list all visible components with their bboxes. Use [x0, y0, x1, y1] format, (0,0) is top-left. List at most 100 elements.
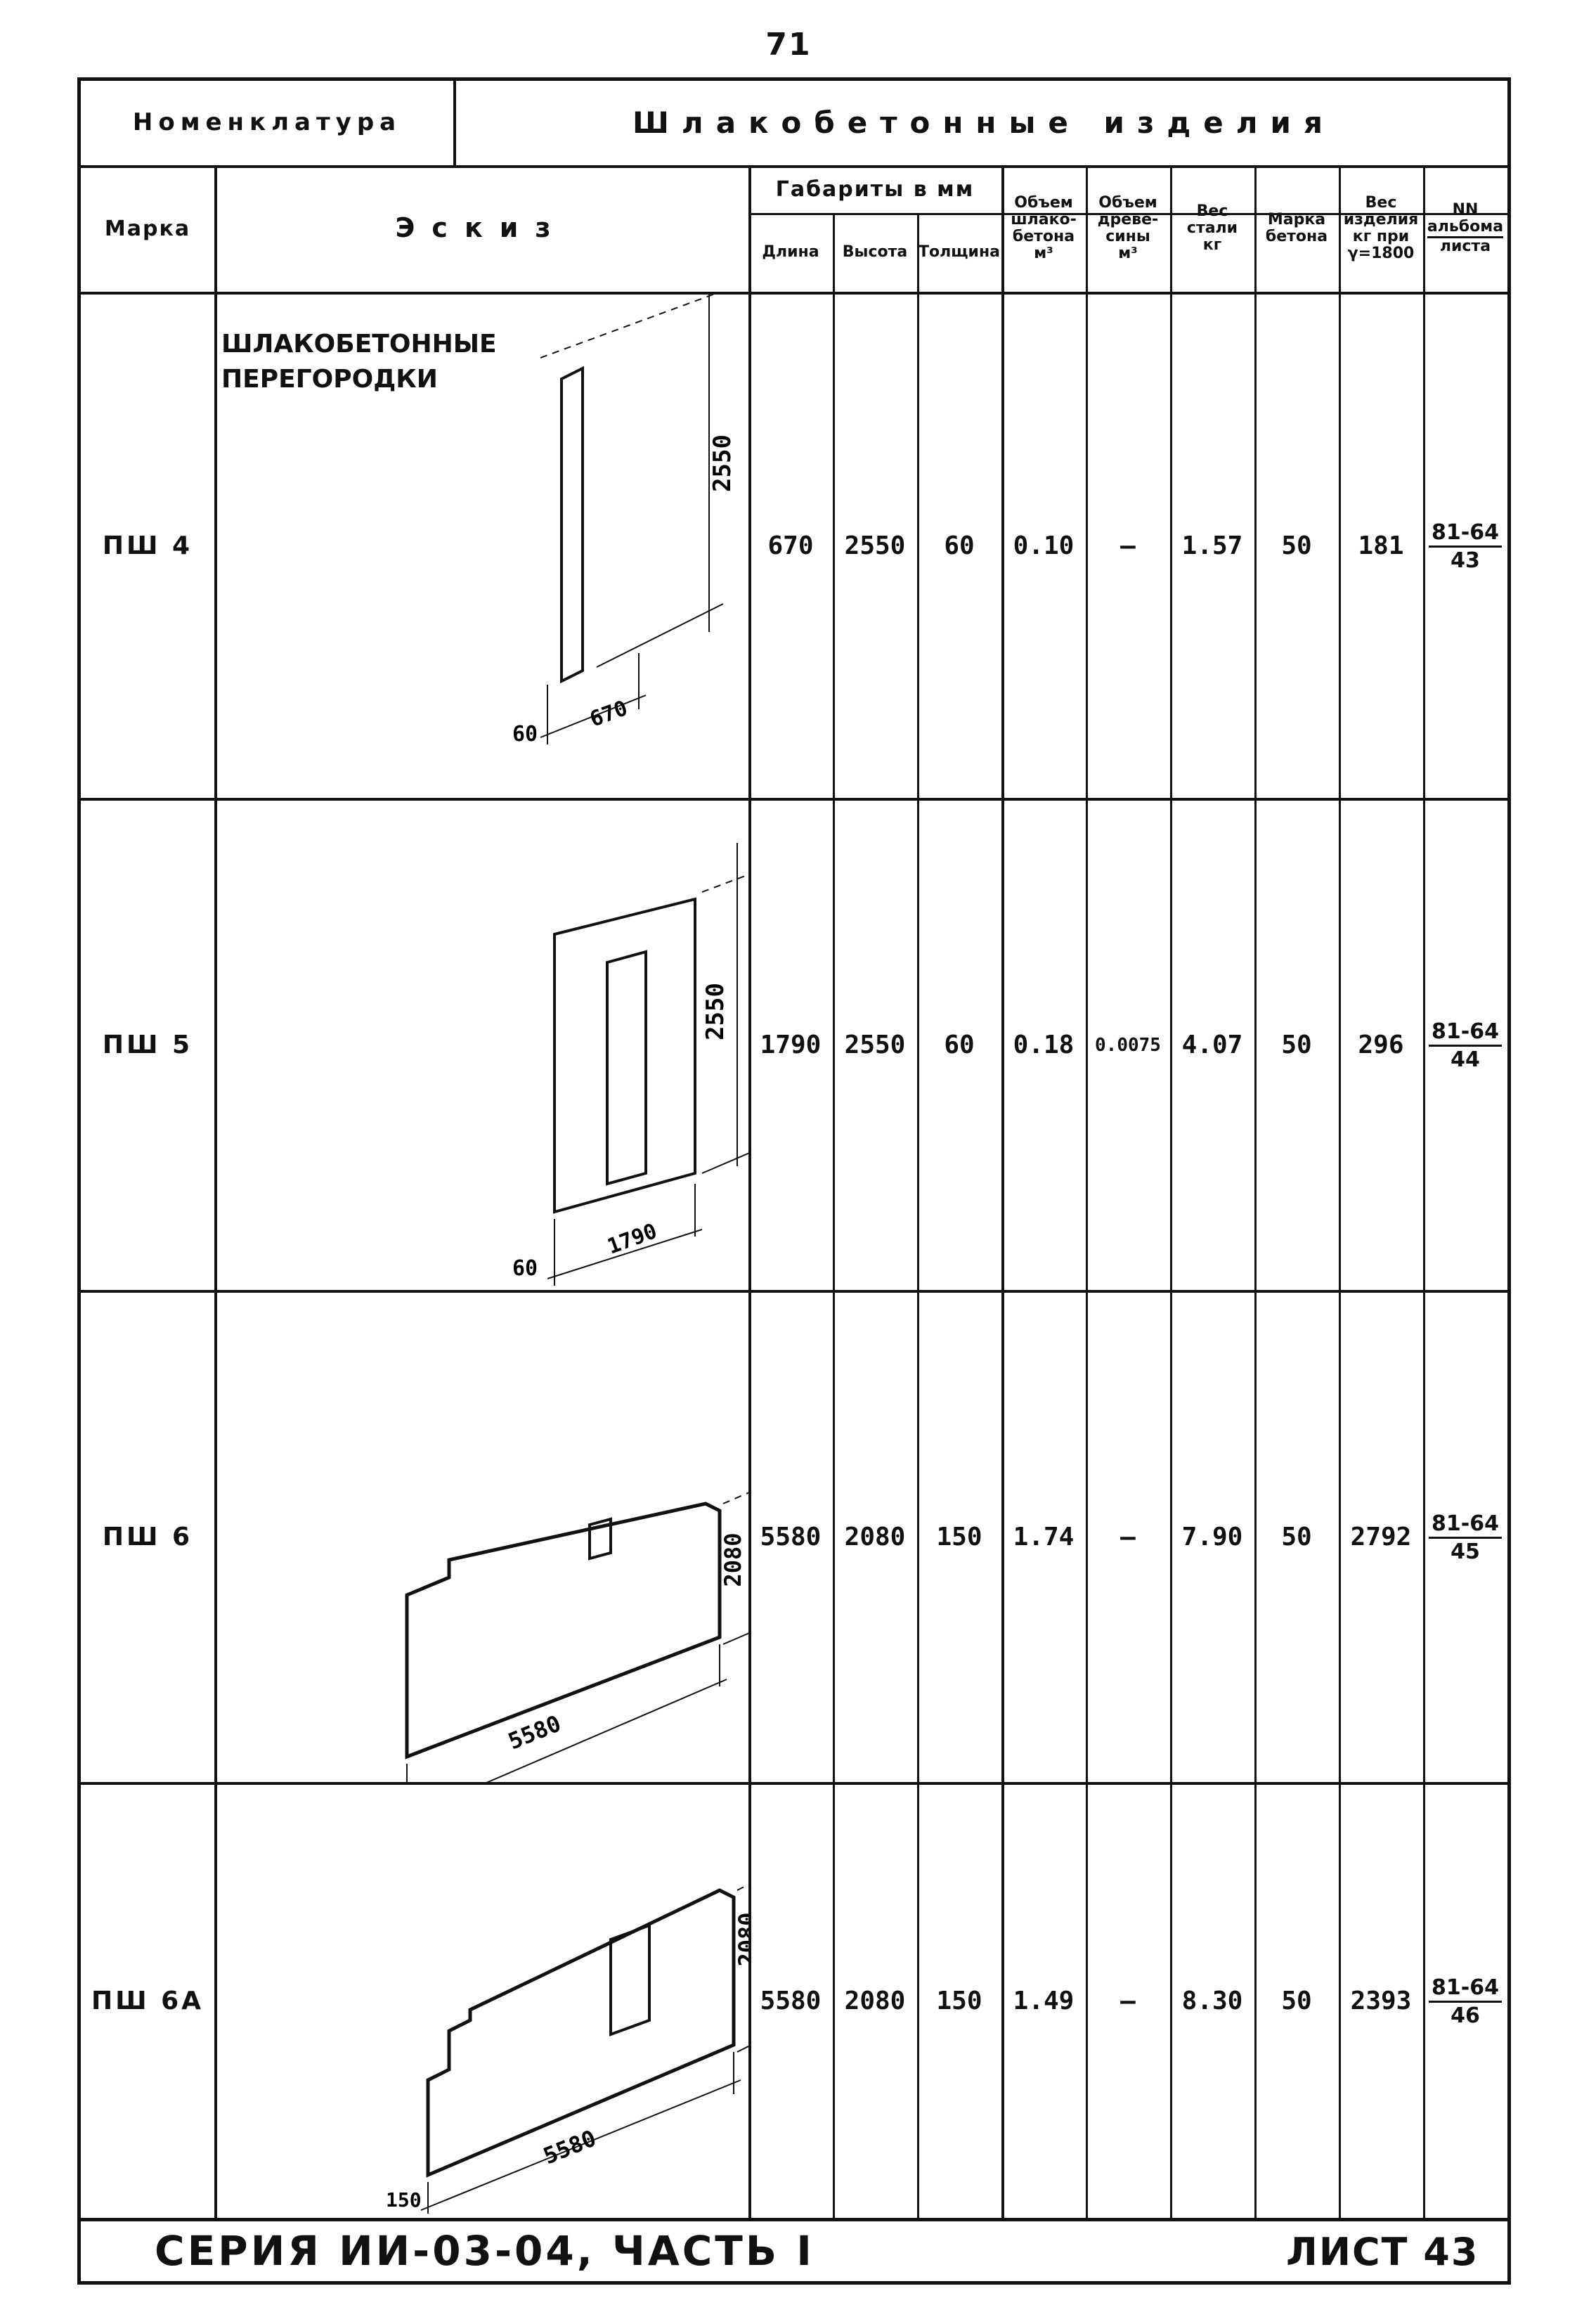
header-line: бетона	[1012, 228, 1075, 245]
cell-height: 2080	[844, 1523, 906, 1552]
sheet-label: ЛИСТ 43	[1286, 2230, 1479, 2274]
header-line: сины	[1105, 228, 1150, 245]
cell-volume-wood: —	[1120, 1523, 1136, 1552]
dimension-height-label: 2080	[720, 1532, 746, 1587]
cell-length: 670	[767, 531, 814, 561]
grid-line	[1254, 165, 1257, 2218]
column-header-thickness: Толщина	[918, 243, 1000, 261]
grid-line	[1086, 165, 1088, 2218]
sketch-panel-ps6a: 2080 5580 150	[386, 1883, 748, 2214]
cell-thickness: 60	[944, 531, 975, 561]
cell-concrete-grade: 50	[1281, 1031, 1312, 1060]
grid-line	[1170, 165, 1172, 2218]
cell-volume-slag: 0.18	[1013, 1031, 1075, 1060]
cell-thickness: 150	[936, 1523, 982, 1552]
sketch-note-line: ШЛАКОБЕТОННЫЕ	[221, 330, 497, 359]
column-header-steel-weight: Вес стали кг	[1170, 165, 1254, 292]
album-number: 81-64	[1429, 1020, 1502, 1047]
row-mark: ПШ 4	[102, 531, 193, 561]
cell-product-weight: 181	[1358, 531, 1404, 561]
column-header-height: Высота	[842, 243, 908, 261]
cell-thickness: 60	[944, 1031, 975, 1060]
column-header-volume-slag: Объем шлако- бетона м³	[1001, 165, 1086, 292]
header-line: Объем	[1014, 193, 1073, 212]
cell-length: 5580	[760, 1987, 822, 2016]
album-number: 81-64	[1429, 1976, 1502, 2003]
column-header-length: Длина	[762, 243, 819, 261]
sketch-note: ШЛАКОБЕТОННЫЕ ПЕРЕГОРОДКИ	[221, 327, 517, 398]
sheet-number: 45	[1451, 1539, 1480, 1564]
column-header-concrete-grade: Марка бетона	[1254, 165, 1339, 292]
grid-line	[833, 213, 835, 2218]
cell-steel-weight: 7.90	[1181, 1523, 1243, 1552]
header-line: бетона	[1265, 228, 1328, 245]
cell-concrete-grade: 50	[1281, 1523, 1312, 1552]
header-unit: м³	[1118, 245, 1138, 263]
cell-steel-weight: 1.57	[1181, 531, 1243, 561]
header-line: кг при	[1352, 228, 1410, 245]
cell-concrete-grade: 50	[1281, 531, 1312, 561]
grid-line	[81, 1782, 1507, 1785]
header-line: NN	[1452, 201, 1479, 219]
header-line: Вес	[1196, 202, 1228, 220]
cell-volume-slag: 0.10	[1013, 531, 1075, 561]
page-number: 71	[765, 27, 812, 63]
grid-line	[917, 213, 919, 2218]
header-line: γ=1800	[1347, 245, 1415, 263]
grid-line	[81, 165, 1507, 168]
series-title: СЕРИЯ ИИ-03-04, ЧАСТЬ I	[155, 2227, 815, 2275]
header-line: стали	[1186, 219, 1238, 237]
cell-thickness: 150	[936, 1987, 982, 2016]
header-unit: кг	[1202, 236, 1222, 254]
grid-line	[81, 798, 1507, 801]
cell-height: 2080	[844, 1987, 906, 2016]
cell-concrete-grade: 50	[1281, 1987, 1312, 2016]
header-line: альбома	[1427, 219, 1504, 238]
cell-height: 2550	[844, 531, 906, 561]
header-line: древе-	[1097, 210, 1159, 228]
grid-line	[214, 165, 217, 2218]
grid-line	[453, 81, 456, 165]
sheet-number: 44	[1451, 1047, 1480, 1072]
sketch-panel-ps4: 2550 670 60	[512, 295, 736, 747]
dimension-height-label: 2550	[701, 983, 729, 1040]
cell-product-weight: 2792	[1350, 1523, 1412, 1552]
grid-line	[81, 292, 1507, 295]
column-header-dimensions: Габариты в мм	[775, 176, 975, 202]
dimension-length-label: 670	[587, 696, 631, 732]
sketch-panel-ps6: 2080 5580 150	[405, 1492, 748, 1782]
cell-product-weight: 2393	[1350, 1987, 1412, 2016]
cell-album-sheet: 81-64 44	[1423, 801, 1507, 1290]
dimension-height-label: 2080	[734, 1912, 748, 1966]
cell-album-sheet: 81-64 43	[1423, 295, 1507, 798]
cell-volume-slag: 1.49	[1013, 1987, 1075, 2016]
grid-line	[1339, 165, 1341, 2218]
section-title: Шлакобетонные изделия	[632, 105, 1335, 140]
header-line: шлако-	[1011, 210, 1077, 228]
column-header-mark: Марка	[104, 216, 191, 241]
cell-product-weight: 296	[1358, 1031, 1404, 1060]
cell-length: 5580	[760, 1523, 822, 1552]
cell-volume-wood: —	[1120, 531, 1136, 561]
dimension-thickness-label: 150	[386, 2188, 422, 2212]
column-header-volume-wood: Объем древе- сины м³	[1086, 165, 1170, 292]
cell-album-sheet: 81-64 46	[1423, 1785, 1507, 2218]
header-line: листа	[1439, 237, 1491, 255]
cell-steel-weight: 4.07	[1181, 1031, 1243, 1060]
dimension-thickness-label: 60	[512, 722, 538, 747]
grid-line	[748, 165, 751, 2218]
cell-volume-wood: —	[1120, 1987, 1136, 2016]
sketch-panel-ps5: 2550 1790 60	[512, 843, 748, 1286]
grid-line	[748, 213, 1507, 215]
header-line: изделия	[1343, 210, 1419, 228]
cell-album-sheet: 81-64 45	[1423, 1293, 1507, 1782]
cell-volume-wood: 0.0075	[1095, 1034, 1161, 1056]
sheet-number: 43	[1451, 548, 1480, 573]
header-line: Объем	[1098, 193, 1157, 212]
cell-height: 2550	[844, 1031, 906, 1060]
dimension-length-label: 5580	[540, 2124, 600, 2169]
sketch-note-line: ПЕРЕГОРОДКИ	[221, 365, 438, 394]
row-mark: ПШ 6	[102, 1523, 193, 1552]
grid-line	[81, 2218, 1507, 2221]
column-header-sketch: Эскиз	[395, 212, 568, 244]
